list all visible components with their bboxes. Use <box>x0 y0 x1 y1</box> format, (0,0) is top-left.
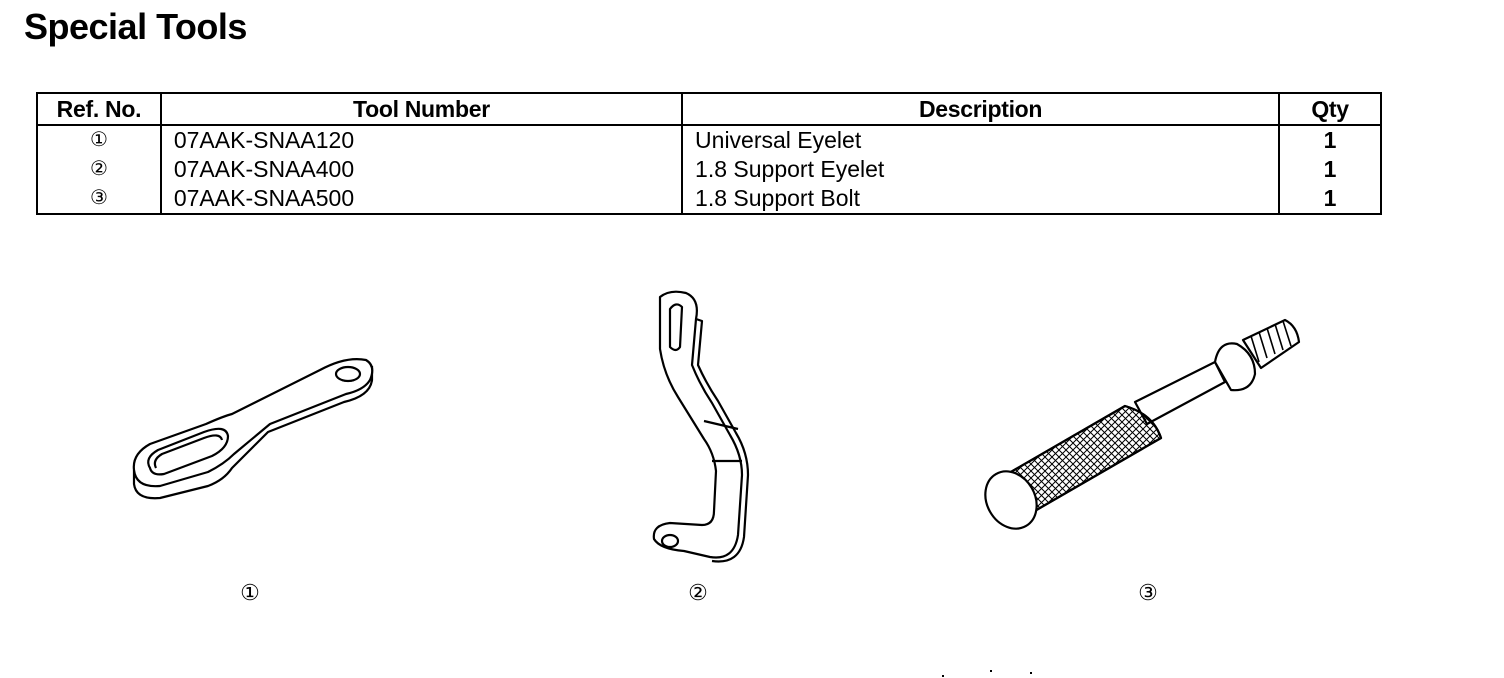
support-eyelet-icon <box>652 290 750 563</box>
qty-cell: 1 <box>1323 185 1337 211</box>
scan-speck <box>1030 672 1032 674</box>
header-tool-number: Tool Number <box>160 93 684 126</box>
tool-number-cell: 07AAK-SNAA400 <box>160 155 684 184</box>
header-ref-no: Ref. No. <box>37 93 162 126</box>
ref-cell: ① <box>37 125 162 155</box>
universal-eyelet-icon <box>132 358 374 500</box>
scan-speck <box>990 670 992 672</box>
description-cell: Universal Eyelet <box>682 125 1281 155</box>
table-header-row: Ref. No. Tool Number Description Qty <box>37 93 1381 126</box>
ref-cell: ③ <box>37 184 162 214</box>
qty-cell: 1 <box>1323 156 1337 182</box>
header-qty: Qty <box>1279 93 1381 126</box>
ref-cell: ② <box>37 155 162 184</box>
header-description: Description <box>682 93 1281 126</box>
description-cell: 1.8 Support Bolt <box>682 184 1281 214</box>
table-row: ② 07AAK-SNAA400 1.8 Support Eyelet 1 <box>37 155 1381 184</box>
tool-number-cell: 07AAK-SNAA500 <box>160 184 684 214</box>
figure-label-1: ① <box>240 580 260 605</box>
description-cell: 1.8 Support Eyelet <box>682 155 1281 184</box>
table-row: ③ 07AAK-SNAA500 1.8 Support Bolt 1 <box>37 184 1381 214</box>
table-row: ① 07AAK-SNAA120 Universal Eyelet 1 <box>37 125 1381 155</box>
tool-number-cell: 07AAK-SNAA120 <box>160 125 684 155</box>
support-bolt-icon <box>984 318 1301 530</box>
special-tools-table: Ref. No. Tool Number Description Qty ① 0… <box>36 92 1382 215</box>
figure-label-3: ③ <box>1138 580 1158 605</box>
qty-cell: 1 <box>1323 127 1337 153</box>
scan-speck <box>942 675 944 677</box>
figure-label-2: ② <box>688 580 708 605</box>
page-title: Special Tools <box>24 6 247 47</box>
